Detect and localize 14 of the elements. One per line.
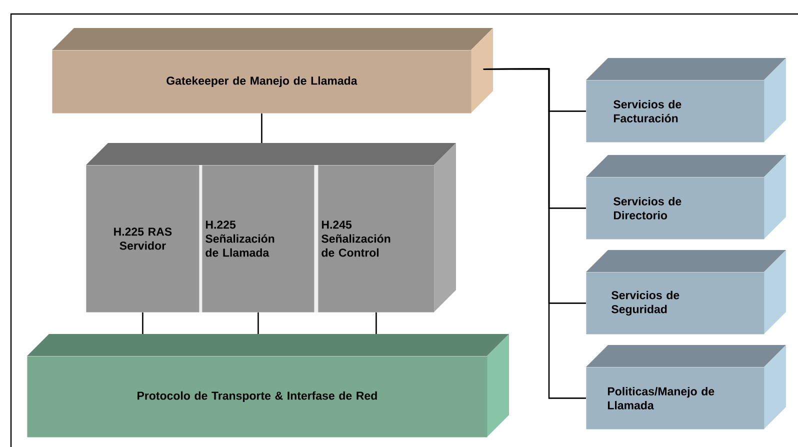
connector-line: [483, 68, 586, 399]
connector-line: [142, 312, 144, 334]
connector-line: [258, 312, 259, 334]
layer-block: Protocolo de Transporte & Interfase de Red: [27, 334, 509, 438]
connector-line: [376, 312, 377, 334]
service-block: Servicios de Seguridad: [586, 250, 786, 334]
service-block: Servicios de Directorio: [586, 155, 786, 240]
service-block: Politicas/Manejo de Llamada: [586, 345, 786, 430]
connector-line: [261, 113, 262, 143]
service-block: Servicios de Facturación: [586, 58, 786, 142]
layer-block: Gatekeeper de Manejo de Llamada: [52, 28, 493, 114]
protocol-panel: H.225 Señalización de Llamada: [202, 165, 314, 312]
protocol-panel: H.225 RAS Servidor: [86, 165, 200, 312]
protocol-panel: H.245 Señalización de Control: [318, 165, 434, 312]
